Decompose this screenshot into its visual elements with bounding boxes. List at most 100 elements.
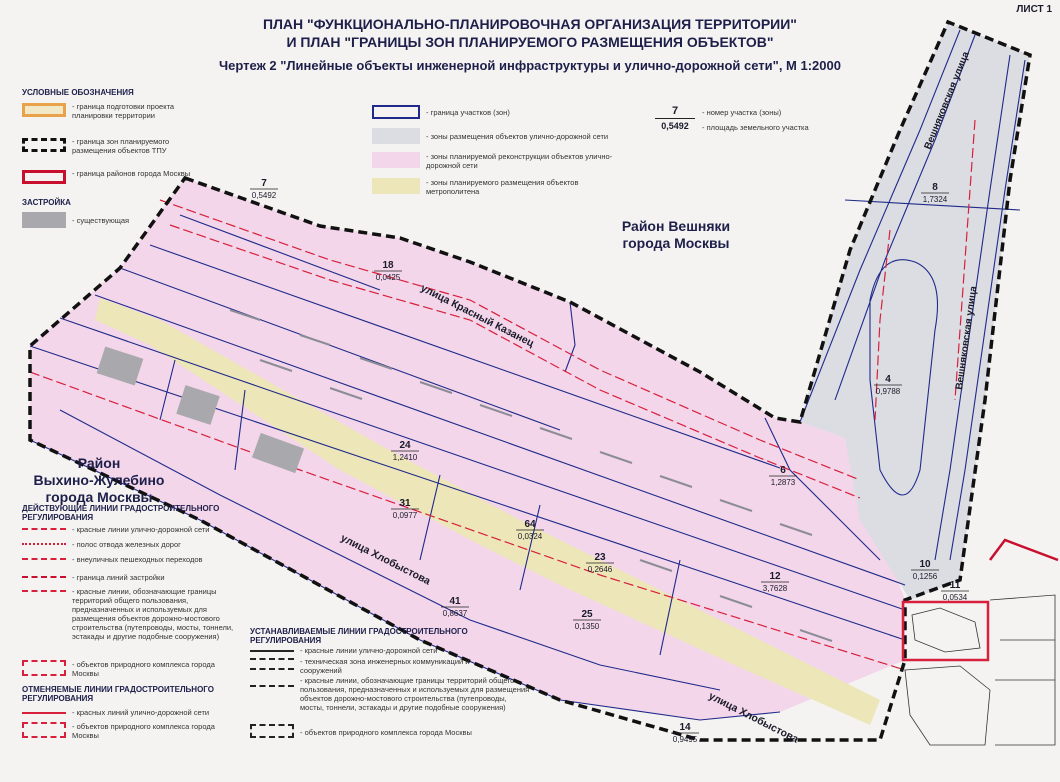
plot-area: 0,9495 [673,735,698,744]
plot-area: 1,2873 [771,478,796,487]
legend2-new-public: - красные линии, обозначающие границы те… [300,676,530,712]
plot-label-4: 40,9788 [874,374,902,396]
title-line-3: Чертеж 2 "Линейные объекты инженерной ин… [219,58,841,73]
legend2-swatch-new-red [250,650,294,652]
legend2-ped-crossings: - внеуличных пешеходных переходов [72,555,203,564]
legend-buildings-heading: ЗАСТРОЙКА [22,198,71,207]
plot-area: 1,7324 [923,195,948,204]
legend2-swatch-cancel-red [22,712,66,714]
legend-fraction-line [655,118,695,119]
legend2-new-nature: - объектов природного комплекса города М… [300,728,472,737]
plot-label-14: 140,9495 [671,722,699,744]
district-boundary [989,538,1059,562]
legend2-nature-objects: - объектов природного комплекса города М… [72,660,215,678]
plot-area: 0,0425 [376,273,401,282]
district-veshnyaki-line2: города Москвы [622,235,730,251]
plot-area: 0,1350 [575,622,600,631]
plot-label-6: 6 1,2873 [769,465,797,487]
legend2-swatch-new-tech [250,658,294,670]
legend2-new-red: - красные линии улично-дорожной сети [300,646,438,655]
plot-label-11: 11 0,0534 [941,580,969,602]
plot-number: 4 [885,374,891,385]
title-line-1: ПЛАН "ФУНКЦИОНАЛЬНО-ПЛАНИРОВОЧНАЯ ОРГАНИ… [263,16,797,32]
plot-label-7: 7 0,5492 [250,178,278,200]
plot-number: 24 [399,440,411,451]
plot-label-25: 25 0,1350 [573,609,601,631]
plot-label-10: 10 0,1256 [911,559,939,581]
plot-area: 0,8637 [443,609,468,618]
legend2-swatch-public [22,590,66,592]
legend-tpu-boundary: - граница зон планируемого размещения об… [72,137,170,155]
legend-plot-boundary: - граница участков (зон) [426,108,510,117]
legend2-building-line: - граница линий застройки [72,573,165,582]
legend2-swatch-new-public [250,685,294,687]
sheet-label: ЛИСТ 1 [1016,4,1052,15]
legend-project-boundary: - граница подготовки проекта планировки … [72,102,175,120]
legend2-swatch-nature [22,660,66,676]
plot-area: 0,2646 [588,565,613,574]
legend2-swatch-building-line [22,576,66,578]
plot-number: 64 [524,519,536,530]
plot-number: 25 [581,609,593,620]
legend2-swatch-rail [22,543,66,545]
title-line-2: И ПЛАН "ГРАНИЦЫ ЗОН ПЛАНИРУЕМОГО РАЗМЕЩЕ… [286,34,774,50]
legend-swatch-road-zone [372,128,420,144]
plot-number: 6 [780,465,786,476]
district-vykhino-line2: Выхино-Жулебино [33,472,165,488]
plot-number: 8 [932,182,938,193]
legend-swatch-tpu [22,138,66,152]
legend-swatch-plot-boundary [372,105,420,119]
reconstruction-zone [30,178,905,720]
legend2-swatch-ped [22,558,66,560]
district-veshnyaki-line1: Район Вешняки [621,218,731,234]
plot-number: 41 [449,596,461,607]
plot-label-31: 31 0,0977 [391,498,419,520]
plot-label-12: 12 3,7628 [761,571,789,593]
legend-existing: - существующая [72,216,130,225]
legend2-new-tech: - техническая зона инженерных коммуникац… [300,657,470,675]
rail-tracks [229,309,833,642]
plot-area: 0,0977 [393,511,418,520]
legend2-new-heading: УСТАНАВЛИВАЕМЫЕ ЛИНИИ ГРАДОСТРОИТЕЛЬНОГО… [250,627,468,645]
plot-number: 12 [769,571,781,582]
inset-frame [901,600,990,662]
tpu-boundary [28,19,1032,742]
legend2-rail-strip: - полос отвода железных дорог [72,540,181,549]
district-vykhino: Район Выхино-Жулебино города Москвы [14,455,184,506]
legend-road-zone: - зоны размещения объектов улично-дорожн… [426,132,609,141]
legend2-red-lines: - красные линии улично-дорожной сети [72,525,210,534]
existing-buildings [96,346,305,474]
legend-metro-zone: - зоны планируемого размещения объектов … [426,178,579,196]
legend-swatch-reconstruction [372,152,420,168]
legend-plot-area: - площадь земельного участка [702,123,809,132]
plot-number: 31 [399,498,411,509]
legend-district-boundary: - граница районов города Москвы [72,169,191,178]
legend-swatch-district [22,170,66,184]
plot-label-24: 241,2410 [391,440,419,462]
plot-area: 0,5492 [252,191,277,200]
legend-plot-number: - номер участка (зоны) [702,108,782,117]
plot-label-23: 230,2646 [586,552,614,574]
plot-number: 11 [950,580,961,591]
legend2-swatch-red [22,528,66,530]
plot-area: 3,7628 [763,584,788,593]
legend2-swatch-new-nature [250,724,294,738]
legend-swatch-existing [22,212,66,228]
legend-swatch-metro [372,178,420,194]
plot-area: 0,0534 [943,593,968,602]
plot-label-64: 640,0324 [516,519,544,541]
district-veshnyaki: Район Вешняки города Москвы [596,218,756,252]
plot-label-18: 180,0425 [374,260,402,282]
district-vykhino-line3: города Москвы [45,489,153,505]
legend2-current-heading: ДЕЙСТВУЮЩИЕ ЛИНИИ ГРАДОСТРОИТЕЛЬНОГО РЕГ… [22,504,220,522]
plot-number: 10 [919,559,931,570]
legend-heading: УСЛОВНЫЕ ОБОЗНАЧЕНИЯ [22,88,134,97]
legend-swatch-project [22,103,66,117]
metro-zone [95,298,880,725]
plot-area: 0,1256 [913,572,938,581]
road-zone-veshnyakovskaya [800,22,1030,600]
legend-plot-area-sample: 0,5492 [661,121,689,131]
plot-number: 7 [261,178,267,189]
plot-label-41: 41 0,8637 [441,596,469,618]
